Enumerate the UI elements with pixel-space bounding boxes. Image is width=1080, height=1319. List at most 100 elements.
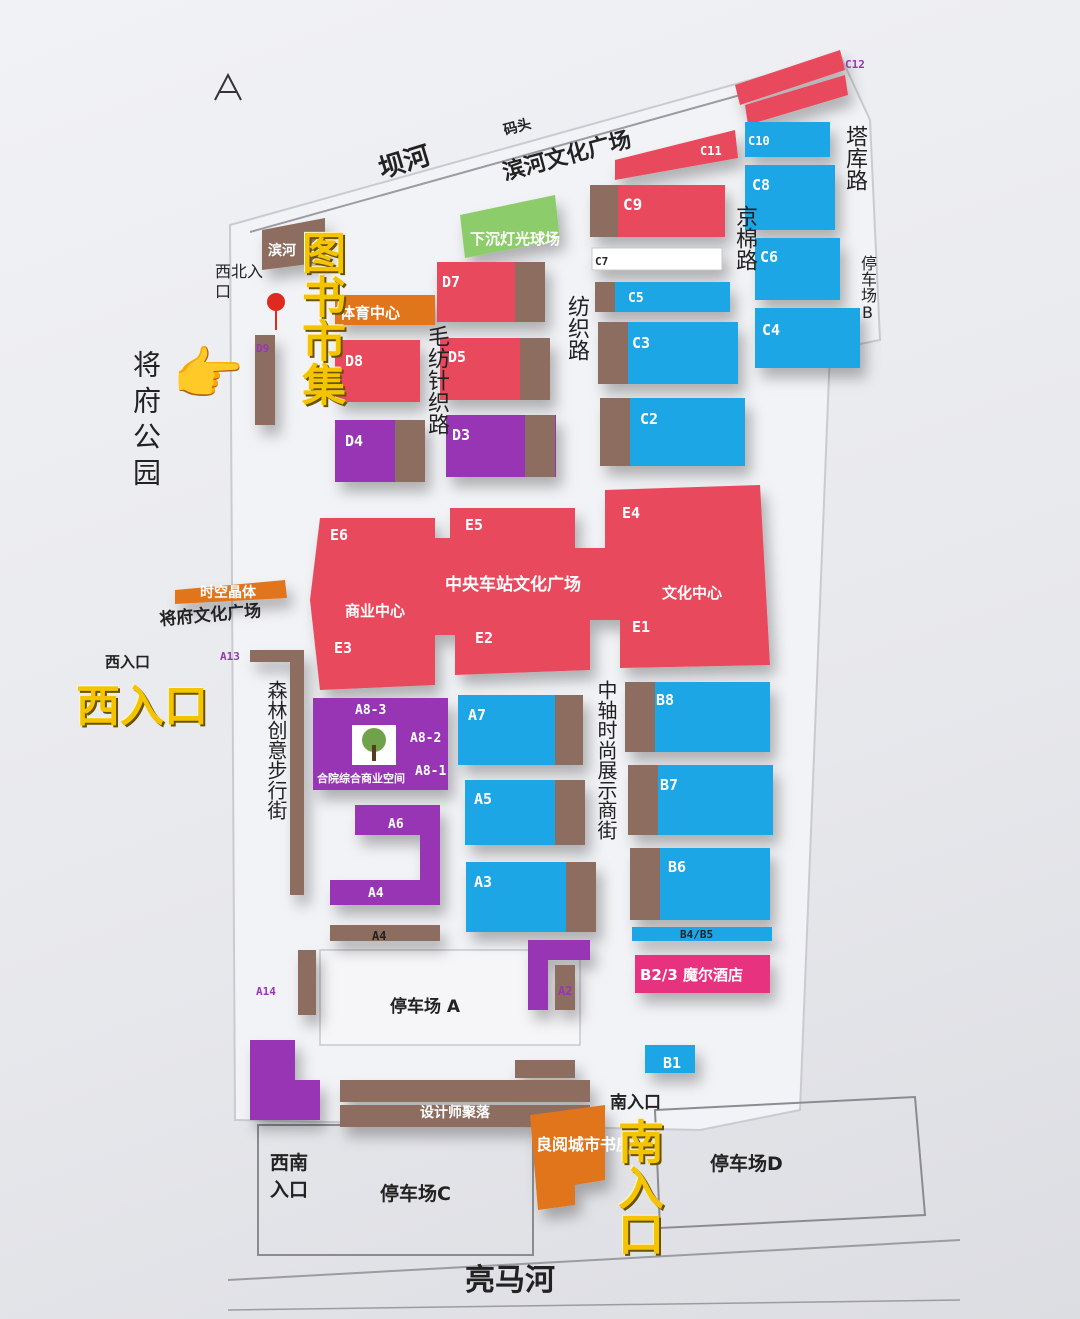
binhe-small-building <box>262 218 325 270</box>
code-b8: B8 <box>656 691 674 709</box>
code-c4: C4 <box>762 321 780 339</box>
tree-icon <box>352 725 396 765</box>
code-d3: D3 <box>452 426 470 444</box>
sunken-court <box>460 195 560 258</box>
code-c3: C3 <box>632 334 650 352</box>
b1-building <box>645 1045 695 1073</box>
callout-south-entrance: 南入口 <box>611 1118 665 1256</box>
code-d8: D8 <box>345 352 363 370</box>
code-e5: E5 <box>465 516 483 534</box>
label-bookstore: 良阅城市书房 <box>536 1135 632 1154</box>
code-a6: A6 <box>388 817 404 832</box>
code-a4b: A4 <box>372 929 386 943</box>
b4-b5-building <box>632 927 772 941</box>
central-e-complex <box>310 485 770 690</box>
code-a5: A5 <box>474 790 492 808</box>
sw-purple-building <box>250 1040 320 1120</box>
code-a8-2: A8-2 <box>410 731 441 746</box>
label-jiangfu-park: 将府公园 <box>129 350 162 494</box>
code-b6: B6 <box>668 858 686 876</box>
code-a8-3: A8-3 <box>355 703 386 718</box>
code-d4: D4 <box>345 432 363 450</box>
code-c11: C11 <box>700 144 722 158</box>
d8-building <box>335 340 420 402</box>
label-parking-c: 停车场C <box>380 1182 451 1205</box>
a13-building <box>250 650 295 662</box>
north-river-line <box>249 69 831 233</box>
label-central-plaza: 中央车站文化广场 <box>445 574 581 595</box>
code-a14: A14 <box>256 985 276 998</box>
code-e2: E2 <box>475 629 493 647</box>
code-c2: C2 <box>640 410 658 428</box>
code-b4-b5: B4/B5 <box>680 928 713 941</box>
d9-building <box>255 335 275 425</box>
street-maofang: 毛纺针织路 <box>424 325 449 435</box>
label-northwest-entrance: 西北入口 <box>215 262 264 301</box>
label-parking-d: 停车场D <box>710 1152 783 1175</box>
label-commercial-center: 商业中心 <box>345 602 405 620</box>
c5-building <box>595 282 730 312</box>
a6-a4-building <box>330 805 440 905</box>
callout-book-fair: 图书市集 <box>294 230 345 406</box>
code-c10: C10 <box>748 134 770 148</box>
code-b1: B1 <box>663 1054 681 1072</box>
code-d7: D7 <box>442 273 460 291</box>
label-southwest-entrance: 西南入口 <box>270 1152 309 1201</box>
code-c5: C5 <box>628 291 644 306</box>
label-parking-b: 停车场B <box>858 255 877 322</box>
a14-building <box>298 950 316 1015</box>
a4-strip <box>330 925 440 941</box>
code-d5: D5 <box>448 348 466 366</box>
c4-building <box>755 308 860 368</box>
code-e6: E6 <box>330 526 348 544</box>
c10-building <box>745 122 830 157</box>
label-sunken-field: 下沉灯光球场 <box>470 230 560 248</box>
south-river-line <box>227 1239 961 1281</box>
label-binhe-small: 滨河 <box>268 242 296 259</box>
forest-walk-strip <box>290 650 304 895</box>
bookstore-building <box>530 1105 605 1210</box>
c7-building <box>591 247 723 271</box>
code-b7: B7 <box>660 776 678 794</box>
label-culture-center: 文化中心 <box>662 584 722 602</box>
label-designer: 设计师聚落 <box>420 1104 491 1121</box>
c6-building <box>755 238 840 300</box>
code-e1: E1 <box>632 618 650 636</box>
code-a4: A4 <box>368 886 384 901</box>
label-west-entrance-small: 西入口 <box>105 653 150 671</box>
code-a2: A2 <box>558 984 572 998</box>
c8-building <box>745 165 835 230</box>
street-jingmian: 京棉路 <box>732 205 757 271</box>
label-pier: 码头 <box>502 115 533 139</box>
label-parking-a: 停车场 A <box>390 996 461 1017</box>
hotel-building <box>635 955 770 993</box>
code-a8-1: A8-1 <box>415 764 446 779</box>
code-e3: E3 <box>334 639 352 657</box>
label-courtyard: 合院综合商业空间 <box>317 771 405 785</box>
label-sports-center: 体育中心 <box>340 304 400 322</box>
a2-building <box>528 940 590 1010</box>
code-c9: C9 <box>623 195 642 214</box>
label-south-river: 亮马河 <box>465 1263 555 1298</box>
location-pin-icon <box>267 293 285 311</box>
code-a7: A7 <box>468 706 486 724</box>
code-c8: C8 <box>752 176 770 194</box>
label-south-entrance-small: 南入口 <box>610 1092 661 1113</box>
callout-west-entrance: 西入口 <box>76 681 208 732</box>
street-zhongzhou: 中轴时尚展示商街 <box>594 680 618 840</box>
time-crystal-building <box>175 580 287 604</box>
designer-cluster <box>340 1080 590 1102</box>
pointing-hand-icon: 👉 <box>172 342 245 407</box>
code-c6: C6 <box>760 248 778 266</box>
code-a13: A13 <box>220 650 240 663</box>
code-d9: D9 <box>256 342 269 355</box>
south-river-line-2 <box>227 1299 961 1311</box>
sports-center-building <box>335 295 435 325</box>
c12-building <box>735 50 845 105</box>
code-a3: A3 <box>474 873 492 891</box>
parking-d-outline <box>653 1095 927 1230</box>
street-senlin: 森林创意步行街 <box>264 680 288 820</box>
label-time-crystal: 时空晶体 <box>200 584 257 601</box>
